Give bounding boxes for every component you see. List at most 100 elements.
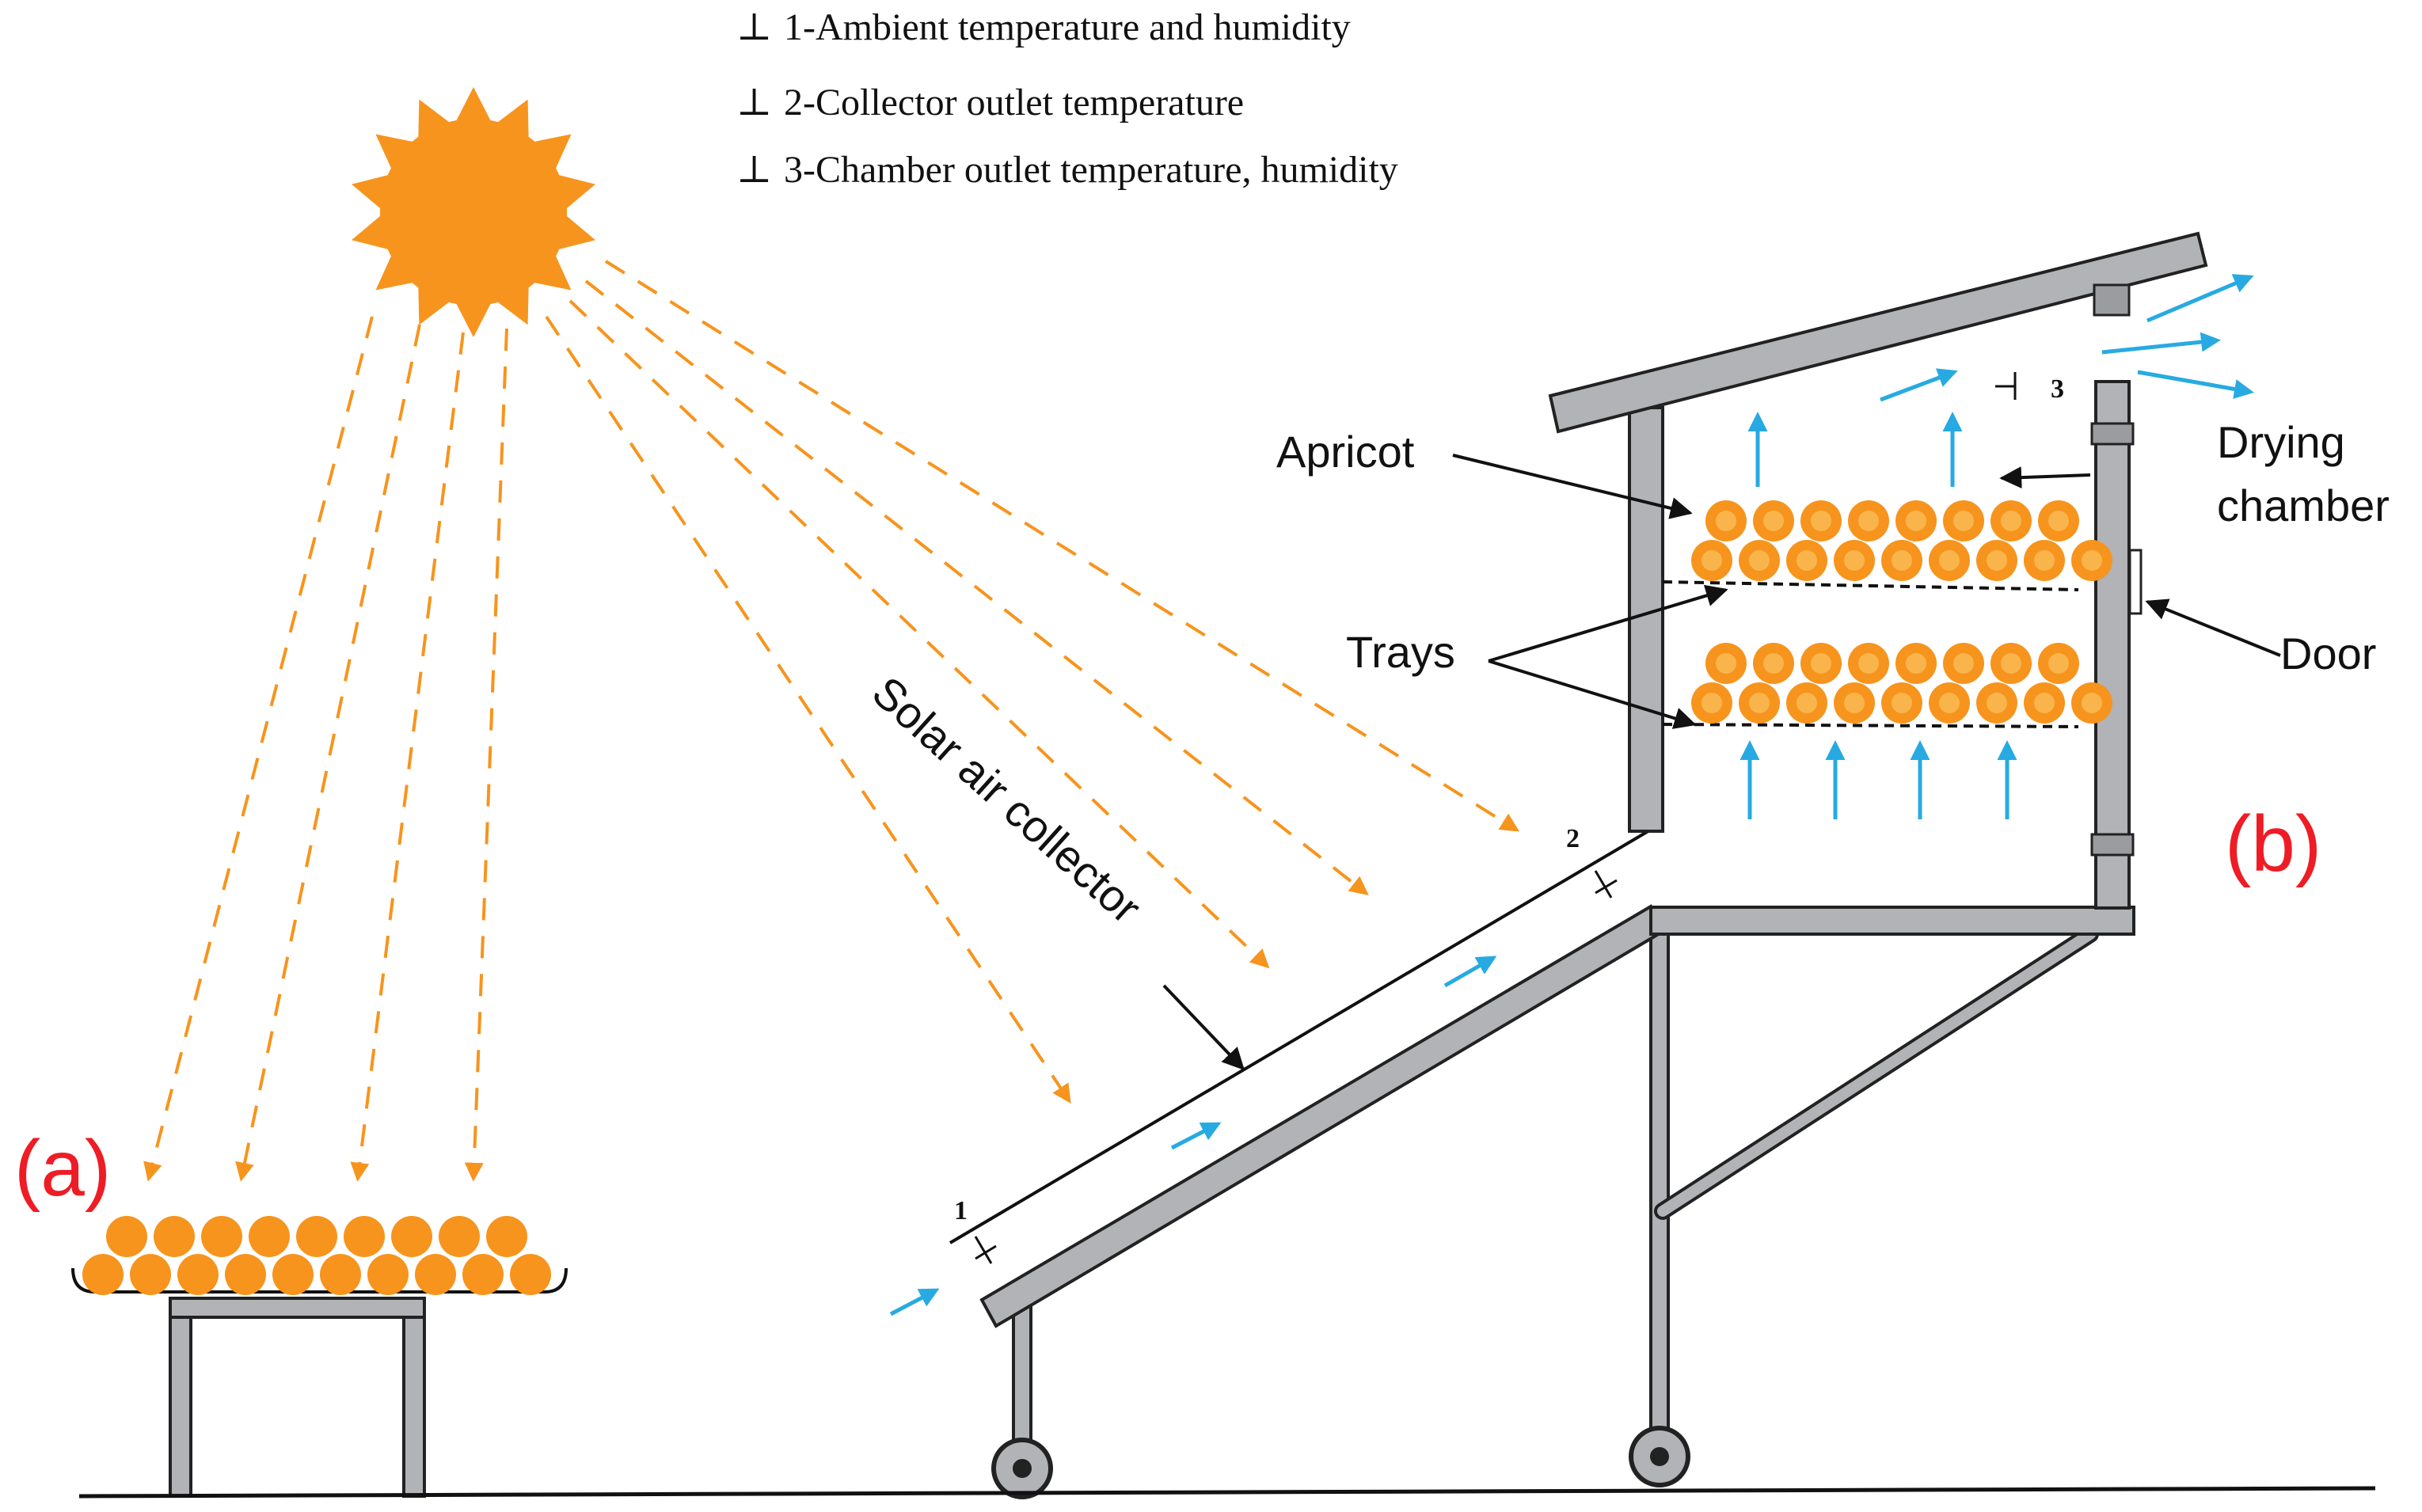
legend-symbol-2: ⊥ [736,82,772,123]
ground-line [78,1486,2376,1499]
apricots-open-sun [82,1216,551,1295]
apricot-center [1701,693,1722,713]
apricot-center [2001,511,2021,531]
apricot-center [1763,511,1784,531]
apricot [82,1254,124,1295]
apricot-center [1939,550,1960,571]
apricot-center [1716,653,1736,674]
label-apricot: Apricot [1276,427,1415,477]
labels: Apricot Drying chamber Trays Door Solar … [863,417,2390,1071]
apricot [462,1254,504,1295]
apricot-center [2048,653,2069,674]
section-label-a: (a) [14,1124,111,1213]
apricot-center [2034,550,2055,571]
tray-lower [1662,723,2079,728]
apricot-center [1844,693,1865,713]
apricot-center [1858,511,1879,531]
sensor-2-number: 2 [1566,824,1580,853]
label-solar-air-collector: Solar air collector [863,667,1151,933]
ray-4 [464,328,508,1182]
apricot-center [1811,511,1831,531]
apricot-center [1797,693,1817,713]
legend: ⊥ 1-Ambient temperature and humidity ⊥ 2… [736,6,1398,191]
apricot [249,1216,290,1257]
apricot-center [1797,550,1817,571]
ray-1 [143,316,374,1182]
vent-block [2093,283,2131,317]
apricot-center [1763,653,1784,674]
apricot-center [1749,693,1770,713]
ray-7 [584,279,1369,895]
label-drying-chamber-line2: chamber [2217,481,2390,530]
apricot [391,1216,432,1257]
label-drying-chamber-line1: Drying [2217,417,2345,467]
apricot [510,1254,551,1295]
apricot [439,1216,480,1257]
apricot-center [1858,653,1879,674]
sensor-1-icon [974,1236,997,1264]
apricot-center [1906,511,1926,531]
apricot [130,1254,171,1295]
apricot-center [1987,550,2007,571]
hinge-bottom [2090,833,2135,857]
sensor-1-number: 1 [954,1196,968,1225]
apricot [272,1254,314,1295]
apricot-center [1892,550,1912,571]
apricots-lower-tray [1691,643,2112,724]
apricot [344,1216,385,1257]
apricot-center [1749,550,1770,571]
apricot-center [1953,511,1974,531]
apricot-center [1811,653,1831,674]
apricot [415,1254,456,1295]
apricot [201,1216,242,1257]
apricot-center [1844,550,1865,571]
door-handle [2128,549,2143,615]
label-trays: Trays [1346,627,1455,677]
legend-symbol-1: ⊥ [736,6,772,48]
apricot-center [2048,511,2069,531]
legend-symbol-3: ⊥ [736,149,772,191]
hinge-top [2090,422,2135,446]
ray-6 [568,299,1270,969]
apricot [320,1254,361,1295]
drying-chamber [1548,231,2208,910]
tray-upper [1662,580,2079,591]
apricot [367,1254,409,1295]
ray-8 [604,260,1520,832]
sensor-3-icon [1995,372,2017,400]
ray-2 [235,324,421,1182]
ray-5 [545,315,1071,1104]
label-door: Door [2280,629,2376,678]
sun-rays [143,260,1520,1182]
apricot-center [1701,550,1722,571]
legend-item-3: 3-Chamber outlet temperature, humidity [784,149,1398,191]
apricot [106,1216,147,1257]
sensors: 1 2 3 [954,372,2064,1264]
airflow-arrows [889,274,2254,1316]
apricot-center [1892,693,1912,713]
apricot-center [1939,693,1960,713]
ray-3 [350,332,465,1182]
apricot-center [2034,693,2055,713]
apricot [486,1216,527,1257]
legend-item-1: 1-Ambient temperature and humidity [784,6,1351,48]
legend-item-2: 2-Collector outlet temperature [784,82,1244,123]
apricot [296,1216,337,1257]
apricot-center [2082,550,2102,571]
sun-icon [352,87,595,337]
apricot [154,1216,195,1257]
open-sun-drying-table [71,1216,568,1498]
solar-air-collector [949,828,2135,1328]
apricot-center [2001,653,2021,674]
apricot [225,1254,266,1295]
apricot-center [1987,693,2007,713]
apricot [177,1254,219,1295]
apricots-upper-tray [1691,500,2112,581]
section-label-b: (b) [2225,800,2321,888]
apricot-center [2082,693,2102,713]
sensor-3-number: 3 [2051,374,2064,404]
apricot-center [1716,511,1736,531]
sensor-2-icon [1594,870,1618,898]
apricot-center [1906,653,1926,674]
